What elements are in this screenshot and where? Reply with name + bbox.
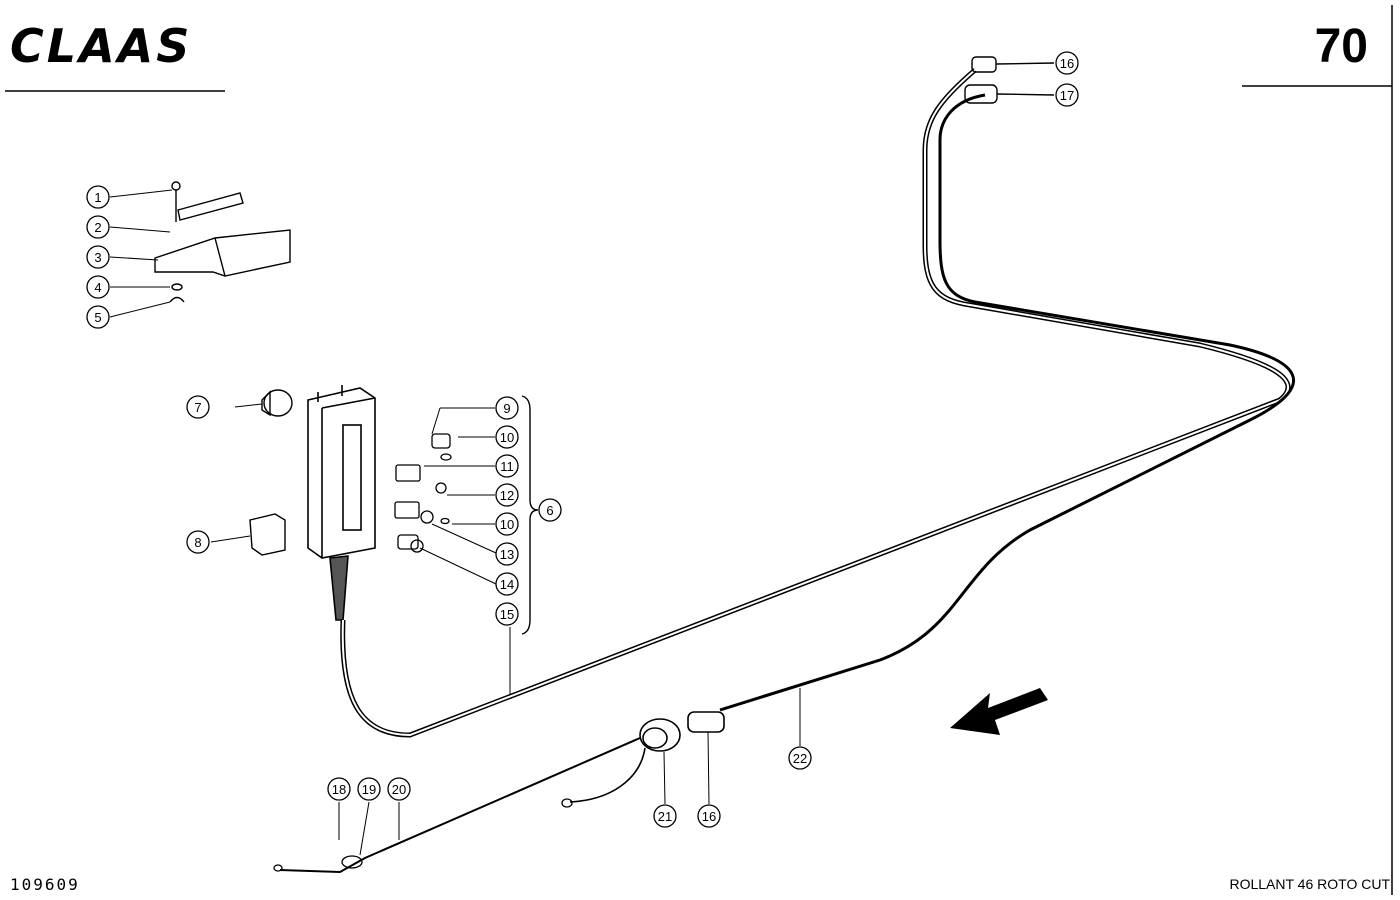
drawing-id: 109609: [10, 875, 80, 894]
callout-17: 17: [1055, 83, 1079, 107]
svg-text:10: 10: [500, 517, 514, 532]
callout-6: 6: [538, 498, 562, 522]
svg-text:11: 11: [500, 459, 514, 474]
callout-18: 18: [327, 777, 351, 801]
mounting-bracket: [154, 181, 291, 303]
brand-logo: CLAAS: [10, 19, 192, 73]
callout-12: 12: [495, 483, 519, 507]
callout-1: 1: [86, 185, 110, 209]
svg-text:12: 12: [500, 488, 514, 503]
svg-text:5: 5: [94, 310, 101, 325]
callout-13: 13: [495, 542, 519, 566]
svg-text:16: 16: [1060, 56, 1074, 71]
svg-text:17: 17: [1060, 88, 1074, 103]
callout-11: 11: [495, 454, 519, 478]
control-box: [307, 385, 376, 621]
main-cable-inner: [341, 69, 1289, 737]
plug-16-lower: [687, 711, 725, 733]
clip-part-8: [249, 513, 286, 556]
svg-text:15: 15: [500, 607, 514, 622]
callout-4: 4: [86, 275, 110, 299]
callout-2: 2: [86, 215, 110, 239]
callout-22: 22: [788, 746, 812, 770]
group-bracket-6: [521, 395, 539, 635]
svg-text:20: 20: [392, 782, 406, 797]
svg-text:4: 4: [94, 280, 101, 295]
callout-14: 14: [495, 572, 519, 596]
svg-text:1: 1: [94, 190, 101, 205]
direction-arrow: [950, 688, 1048, 735]
callout-15: 15: [495, 602, 519, 626]
callout-7: 7: [186, 395, 210, 419]
svg-text:21: 21: [658, 809, 672, 824]
callout-16-lower: 16: [697, 804, 721, 828]
page-number: 70: [1315, 20, 1368, 73]
switch-leaders: [210, 403, 511, 695]
svg-text:22: 22: [793, 751, 807, 766]
second-cable: [719, 93, 1296, 712]
lower-ground-lead: [569, 747, 646, 803]
svg-text:2: 2: [94, 220, 101, 235]
plug-21: [639, 718, 681, 752]
svg-text:8: 8: [194, 535, 201, 550]
callout-21: 21: [653, 804, 677, 828]
svg-text:7: 7: [194, 400, 201, 415]
callout-9: 9: [495, 396, 519, 420]
svg-text:16: 16: [702, 809, 716, 824]
svg-text:18: 18: [332, 782, 346, 797]
callout-3: 3: [86, 245, 110, 269]
svg-text:9: 9: [503, 401, 510, 416]
switch-parts-9-14: [394, 433, 452, 553]
callout-8: 8: [186, 530, 210, 554]
bracket-leaders: [109, 189, 173, 318]
svg-text:14: 14: [500, 577, 514, 592]
callout-16-top: 16: [1055, 51, 1079, 75]
socket-part-7: [261, 389, 293, 417]
lower-inline-parts: [273, 798, 573, 872]
connector-16-top: [971, 56, 1055, 73]
svg-text:6: 6: [546, 503, 553, 518]
lower-cable: [279, 737, 641, 874]
callout-20: 20: [387, 777, 411, 801]
callouts: 1 2 3 4 5 7 8 9 10 11 12 10 13 14 15 6 1…: [86, 51, 1079, 828]
callout-10a: 10: [495, 425, 519, 449]
callout-5: 5: [86, 305, 110, 329]
main-cable: [340, 68, 1291, 738]
svg-text:3: 3: [94, 250, 101, 265]
callout-10b: 10: [495, 512, 519, 536]
model-name: ROLLANT 46 ROTO CUT: [1229, 876, 1390, 892]
callout-19: 19: [357, 777, 381, 801]
svg-text:10: 10: [500, 430, 514, 445]
lower-leaders: [338, 688, 801, 856]
connector-17-top: [964, 84, 1055, 104]
svg-text:19: 19: [362, 782, 376, 797]
svg-text:13: 13: [500, 547, 514, 562]
